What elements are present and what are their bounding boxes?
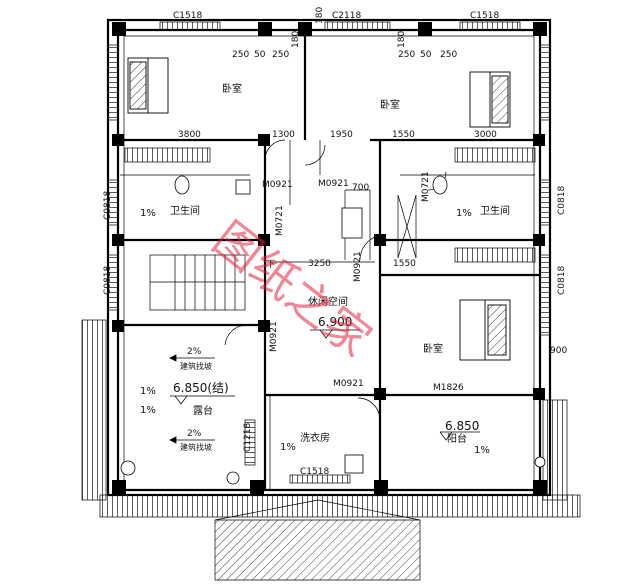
columns [112, 22, 547, 494]
slope-balcony: 1% [474, 445, 490, 456]
dim-label: 3800 [178, 130, 201, 140]
slope-arrows [169, 354, 215, 444]
door-tag: M0721 [421, 171, 431, 202]
level-markers [170, 329, 480, 441]
room-lounge: 休闲空间 [308, 295, 348, 308]
fixtures [120, 175, 546, 485]
slope-arrow-2: 2% [187, 429, 202, 439]
window-tag: C0818 [103, 266, 113, 295]
dim-label: 250 [440, 50, 457, 60]
dim-label: 1300 [272, 130, 295, 140]
dim-label: 250 [232, 50, 249, 60]
door-tag: M1826 [433, 383, 464, 393]
window-tag: C1518 [470, 11, 499, 21]
window-tag: C1518 [173, 11, 202, 21]
room-bedroom-ne: 卧室 [380, 98, 400, 111]
room-bath-e: 卫生间 [480, 204, 510, 217]
dim-label: 250 [272, 50, 289, 60]
room-laundry: 洗衣房 [300, 431, 330, 444]
dim-label: 50 [420, 50, 432, 60]
dim-label: 250 [398, 50, 415, 60]
room-bedroom-nw: 卧室 [222, 82, 242, 95]
slope-laundry: 1% [280, 442, 296, 453]
level-balcony: 6.850 [445, 419, 479, 433]
window-tag: C0818 [557, 266, 567, 295]
window-tags: C1518 C2118 C1518 C0818 C0818 C0818 C081… [103, 11, 567, 477]
windows [107, 21, 551, 484]
slope-arrow-1: 2% [187, 347, 202, 357]
door-tag: M0921 [269, 321, 279, 352]
parapets [81, 319, 581, 581]
room-terrace: 露台 [193, 404, 213, 417]
dim-label: 3000 [474, 130, 497, 140]
note-waterproof-1: 建筑找坡 [180, 361, 212, 371]
door-tag: M0921 [262, 180, 293, 190]
dim-label: 1550 [393, 259, 416, 269]
level-lounge: 6.900 [318, 315, 352, 329]
dim-label: 1950 [330, 130, 353, 140]
dim-label: 180 [397, 31, 407, 48]
door-tag: M0921 [318, 179, 349, 189]
dim-label: 180 [315, 7, 325, 24]
door-swings [224, 139, 447, 421]
slope-terrace-2: 1% [140, 405, 156, 416]
window-tag: C0818 [103, 191, 113, 220]
door-tags: M0921 M0921 M0721 M0721 M0921 M0921 M092… [262, 171, 464, 393]
window-tag: C1218 [243, 423, 253, 452]
wardrobes [124, 147, 536, 263]
window-tag: C0818 [557, 186, 567, 215]
slope-terrace-1: 1% [140, 386, 156, 397]
door-tag: M0921 [333, 379, 364, 389]
note-waterproof-2: 建筑找坡 [180, 442, 212, 452]
door-tag: M0921 [353, 251, 363, 282]
slope-bath-e: 1% [456, 208, 472, 219]
room-balcony: 阳台 [447, 432, 467, 445]
window-tag: C1518 [300, 467, 329, 477]
dim-label: 180 [291, 31, 301, 48]
stairs [149, 254, 246, 311]
dim-label: 3250 [308, 259, 331, 269]
level-terrace: 6.850(结) [173, 381, 229, 395]
slope-bath-w: 1% [140, 208, 156, 219]
dim-label: 1550 [392, 130, 415, 140]
window-tag: C2118 [332, 11, 361, 21]
detail-lines [120, 35, 535, 490]
dim-label: 700 [352, 183, 369, 193]
note-stair-down: 下 [266, 260, 275, 270]
dim-label: 50 [254, 50, 266, 60]
dimension-labels: 250 50 250 250 50 250 180 180 180 3800 1… [178, 7, 567, 356]
room-bath-w: 卫生间 [170, 204, 200, 217]
door-tag: M0721 [275, 205, 285, 236]
beds [127, 57, 511, 361]
room-bedroom-e: 卧室 [423, 342, 443, 355]
dim-label: 900 [550, 346, 567, 356]
